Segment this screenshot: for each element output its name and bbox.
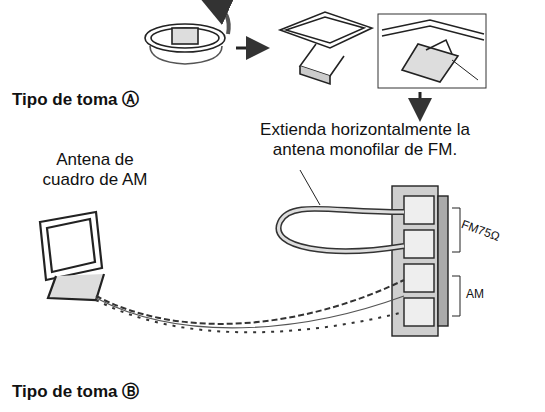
terminal-label: FM75Ω (459, 218, 529, 255)
terminal-label: AM (466, 288, 506, 302)
socket-type: Tipo de toma Ⓐ (12, 90, 212, 110)
antenna-label: Extienda horizontalmente la antena monof… (250, 120, 480, 159)
antenna-label: Antena de cuadro de AM (30, 150, 160, 189)
socket-type: Tipo de toma Ⓑ (12, 382, 212, 402)
